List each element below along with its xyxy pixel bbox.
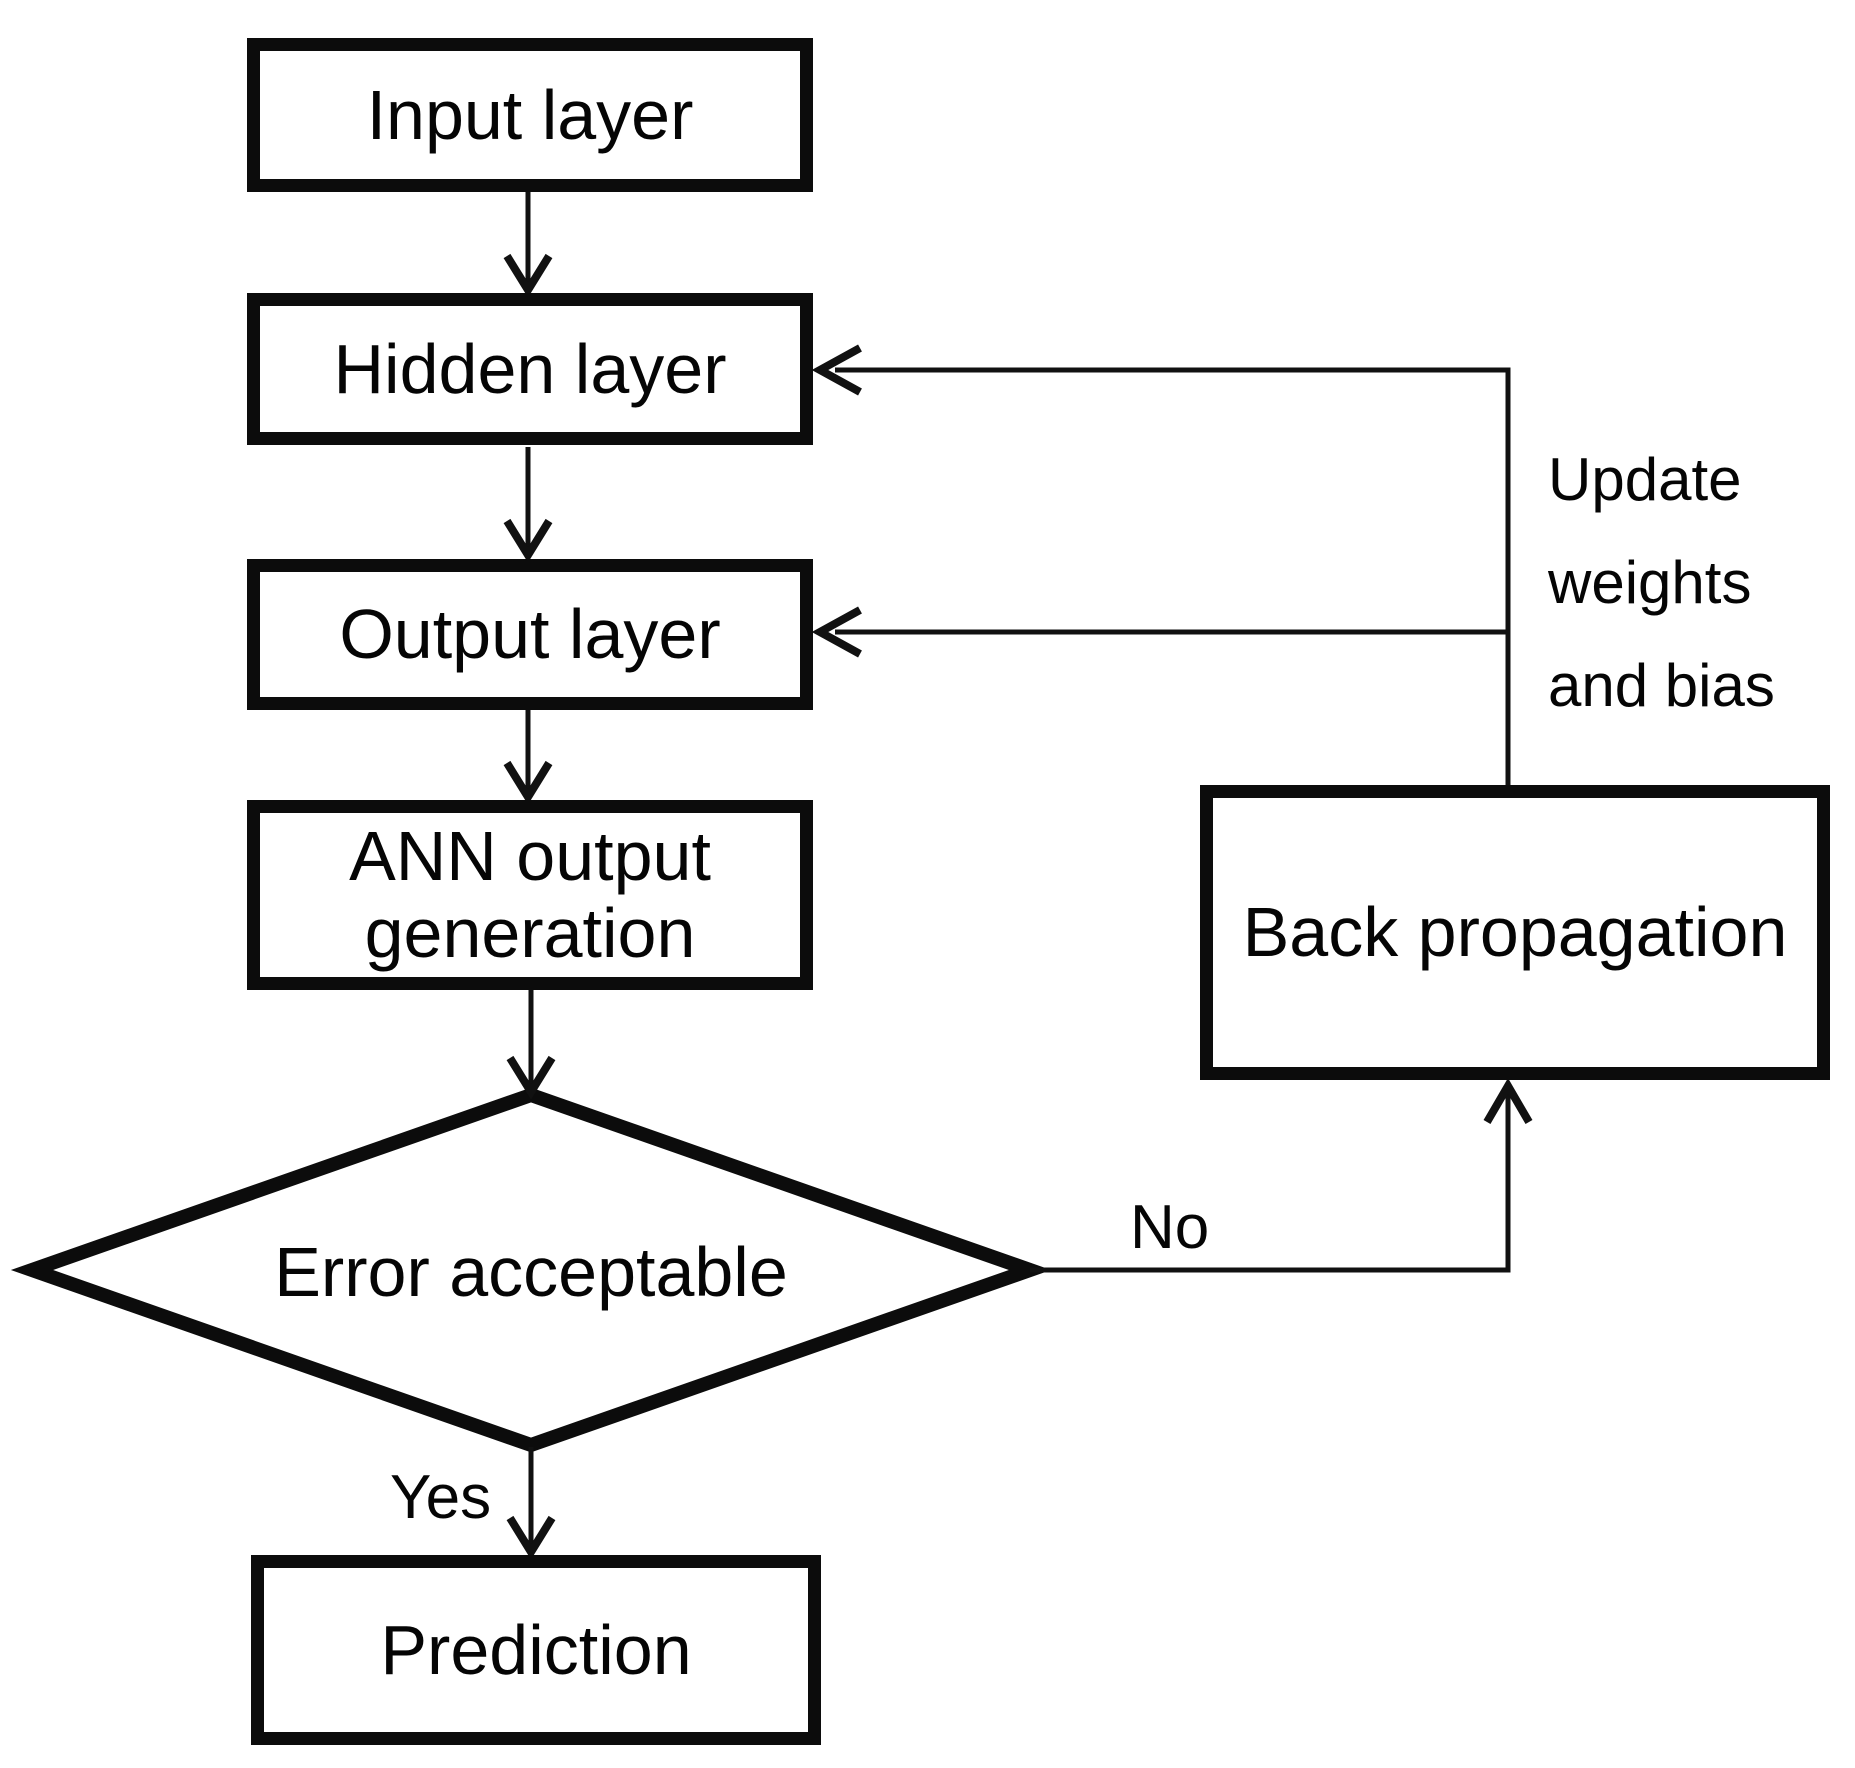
- arrow-backprop-to-hidden: [835, 367, 1511, 785]
- arrowhead-down-icon: [506, 1515, 556, 1560]
- node-output-layer: Output layer: [247, 559, 813, 710]
- decision-diamond-shape: [10, 1087, 1052, 1453]
- arrowhead-left-icon: [811, 606, 862, 658]
- arrowhead-down-icon: [503, 253, 553, 298]
- edge-label-no: No: [1130, 1193, 1210, 1262]
- node-ann-output-generation: ANN output generation: [247, 800, 813, 990]
- node-input-layer: Input layer: [247, 38, 813, 192]
- node-hidden-layer: Hidden layer: [247, 293, 813, 445]
- arrowhead-up-icon: [1483, 1078, 1533, 1125]
- arrow-decision-to-backprop: [1030, 1088, 1511, 1273]
- node-ann-output-generation-label: ANN output generation: [349, 817, 711, 972]
- node-prediction: Prediction: [251, 1555, 821, 1745]
- edge-label-update-weights: Update weights and bias: [1548, 428, 1828, 738]
- node-hidden-layer-label: Hidden layer: [333, 329, 727, 408]
- arrowhead-down-icon: [503, 760, 553, 805]
- node-back-propagation: Back propagation: [1200, 785, 1830, 1080]
- arrowhead-left-icon: [811, 344, 862, 396]
- edge-label-update-line2: weights: [1548, 549, 1752, 617]
- edge-label-update-line1: Update: [1548, 446, 1742, 513]
- edge-label-update-line3: and bias: [1548, 652, 1775, 720]
- node-error-acceptable-label: Error acceptable: [274, 1233, 788, 1311]
- arrowhead-down-icon: [506, 1055, 556, 1100]
- node-prediction-label: Prediction: [380, 1610, 692, 1689]
- edge-label-yes: Yes: [390, 1463, 492, 1532]
- arrowhead-down-icon: [503, 518, 553, 563]
- node-input-layer-label: Input layer: [366, 75, 694, 154]
- node-back-propagation-label: Back propagation: [1242, 893, 1788, 972]
- node-output-layer-label: Output layer: [339, 595, 721, 674]
